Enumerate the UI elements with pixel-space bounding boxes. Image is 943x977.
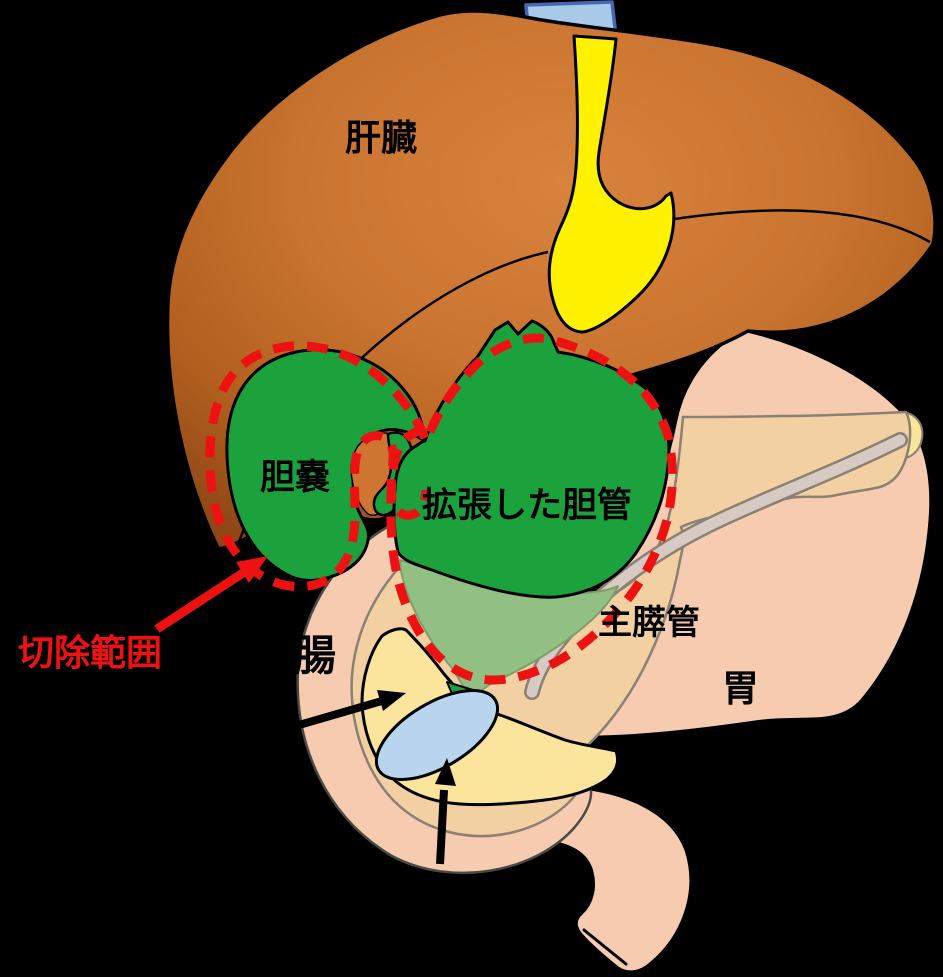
label-resection-range: 切除範囲: [18, 632, 162, 673]
falciform-ligament-shape: [547, 34, 676, 334]
pointer-arrow-left-line: [266, 697, 384, 738]
label-main-pancreatic-duct: 主膵管: [598, 604, 700, 642]
label-stomach: 胃: [722, 668, 759, 709]
liver-lobe-line-right: [654, 209, 931, 244]
resection-arrow-head: [236, 556, 268, 583]
pointer-arrow-left-head: [377, 690, 406, 711]
pointer-arrow-bottom-line: [436, 789, 448, 865]
resection-outline-bile-duct: [386, 333, 677, 685]
common-channel-shape: [374, 689, 500, 781]
label-duodenum-partial: 腸: [294, 632, 336, 679]
resection-arrow-line: [154, 567, 249, 633]
bowel-tube-shape: [554, 784, 693, 974]
pointer-arrow-bottom-head: [435, 758, 456, 786]
label-dilated-bile-duct: 拡張した胆管: [422, 486, 632, 525]
label-gallbladder: 胆嚢: [260, 458, 330, 497]
bowel-cut-line: [582, 928, 628, 966]
label-liver: 肝臓: [345, 117, 417, 158]
